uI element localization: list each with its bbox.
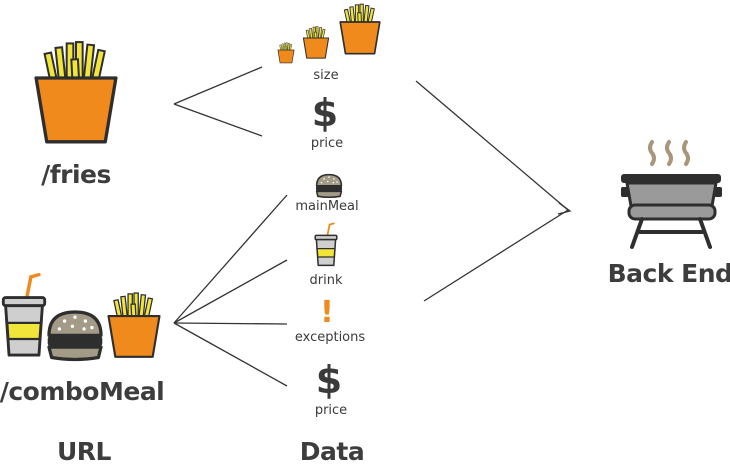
exclamation-icon: ! (320, 295, 334, 330)
arrow-bottom (423, 209, 569, 302)
combo-fries-icon (107, 291, 161, 358)
grill-icon (621, 140, 722, 249)
dollar-icon: $ (315, 358, 343, 402)
line-fries-size (173, 66, 263, 105)
line-combo-exceptions (173, 322, 288, 325)
dollar-icon: $ (311, 91, 339, 135)
field-price-label: price (314, 403, 348, 418)
field-size-label: size (313, 68, 339, 83)
fries-icon (34, 40, 118, 144)
backend-label: Back End (607, 259, 730, 288)
field-mainmeal-label: mainMeal (295, 199, 359, 214)
field-exceptions-label: exceptions (294, 330, 366, 345)
arrow-top (415, 80, 569, 211)
line-combo-price (173, 322, 288, 387)
connector-lines (173, 66, 572, 387)
data-heading: Data (299, 437, 365, 466)
burger-icon (315, 173, 343, 199)
line-combo-mainmeal (173, 194, 288, 324)
line-fries-price (173, 103, 263, 137)
endpoint-combomeal-label: /comboMeal (0, 377, 165, 406)
fries-sizes-icon (277, 3, 381, 64)
combo-meal-icon (1, 272, 161, 362)
line-combo-drink (173, 259, 288, 324)
endpoint-fries-label: /fries (41, 160, 111, 189)
arrow-head (557, 202, 572, 215)
field-drink-label: drink (309, 273, 343, 288)
url-heading: URL (57, 437, 111, 466)
combo-drink-icon (1, 272, 47, 357)
drink-cup-icon (314, 222, 338, 267)
combo-burger-icon (46, 310, 104, 362)
field-price-label: price (310, 136, 344, 151)
